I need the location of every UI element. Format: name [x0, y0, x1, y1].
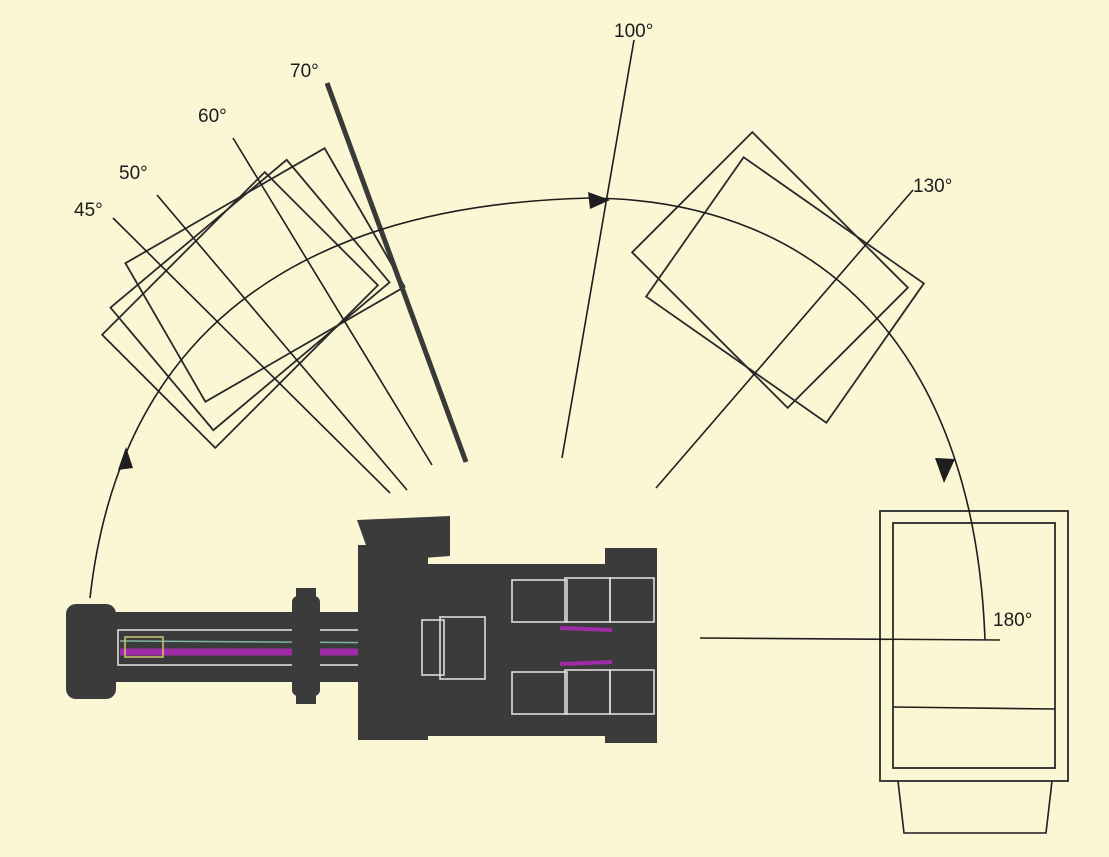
- angle-lines: [112, 39, 1001, 641]
- detector-180: [879, 510, 1069, 834]
- label-180: 180°: [993, 610, 1032, 631]
- angle-line-50: [156, 194, 408, 491]
- detector-left-50: [109, 158, 391, 432]
- label-70: 70°: [290, 61, 319, 82]
- label-130: 130°: [913, 176, 952, 197]
- angle-line-130: [655, 189, 914, 489]
- label-100: 100°: [614, 21, 653, 42]
- angle-line-100: [561, 39, 635, 459]
- angle-line-45: [112, 217, 391, 494]
- rotation-arc: [89, 192, 986, 641]
- arrow-left-up: [118, 447, 133, 470]
- label-60: 60°: [198, 106, 227, 127]
- detector-right-130: [644, 156, 926, 424]
- label-45: 45°: [74, 200, 103, 221]
- detector-right-100: [630, 130, 910, 410]
- gantry-machine: [66, 516, 657, 743]
- label-50: 50°: [119, 163, 148, 184]
- angle-labels: 45° 50° 60° 70° 100° 130° 180°: [74, 21, 1032, 631]
- angle-line-70: [324, 82, 469, 463]
- angle-line-180: [699, 637, 1001, 641]
- detector-left-60: [124, 146, 406, 404]
- arrow-right-down: [935, 458, 955, 483]
- angle-line-60: [232, 137, 433, 466]
- arrow-top-right: [588, 192, 610, 209]
